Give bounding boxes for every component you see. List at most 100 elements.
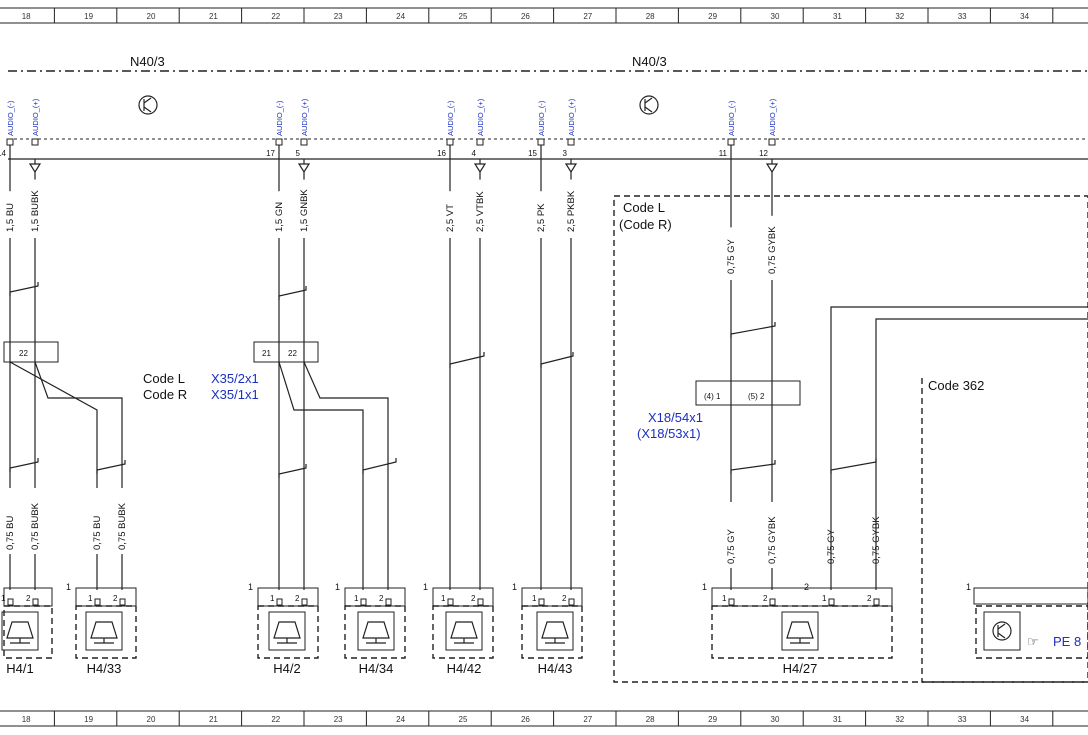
wire-label: 0,75 GYBK: [767, 226, 778, 274]
speaker-housing: [3, 605, 53, 659]
pin-socket: [300, 138, 308, 146]
audio-pin: AUDIO_(+)12: [759, 98, 777, 158]
unit-label-left: N40/3: [130, 54, 165, 69]
label-backdrop: [32, 488, 46, 554]
ruler-column-label: 33: [958, 715, 967, 724]
group-number: 1: [423, 582, 428, 592]
ruler-column-label: 23: [334, 715, 343, 724]
pin-number: 1: [88, 594, 93, 603]
ground-triangle-icon: [564, 163, 578, 174]
speaker-label: H4/42: [447, 661, 482, 676]
ruler-column-label: 23: [334, 12, 343, 21]
speaker-connector: [711, 587, 893, 607]
svg-text:21: 21: [262, 349, 271, 358]
pin-socket: [567, 138, 575, 146]
pin-socket: [538, 598, 545, 606]
pe-ref-hand-icon: ☞: [1027, 634, 1039, 649]
wire-label: 2,5 PK: [536, 203, 547, 232]
pin-number: 1: [441, 594, 446, 603]
label-backdrop: [769, 502, 783, 568]
ruler-column-label: 30: [771, 715, 780, 724]
pin-number: 5: [296, 149, 301, 158]
pin-number: 16: [437, 149, 446, 158]
speaker-icon: [536, 611, 574, 651]
speaker-label: H4/2: [273, 661, 300, 676]
pin-socket: [360, 598, 367, 606]
ruler-column-label: 26: [521, 715, 530, 724]
speaker-label: H4/33: [87, 661, 122, 676]
amplifier-icon: [992, 621, 1012, 641]
ruler-column-label: 24: [396, 715, 405, 724]
pin-number: 17: [266, 149, 275, 158]
speaker-icon: [445, 611, 483, 651]
wire-label: 1,5 BUBK: [30, 190, 41, 232]
ruler-column-label: 31: [833, 12, 842, 21]
ruler-column-label: 21: [209, 12, 218, 21]
pe-reference-link[interactable]: PE 8: [1053, 634, 1081, 649]
pin-number: 4: [472, 149, 477, 158]
ruler-column-label: 20: [147, 715, 156, 724]
audio-pin: AUDIO_(+): [31, 98, 40, 146]
speaker-label: H4/34: [359, 661, 394, 676]
wire-label: 2,5 VT: [445, 204, 456, 232]
audio-pin-label: AUDIO_(+): [300, 98, 309, 136]
group-number: 1: [66, 582, 71, 592]
audio-pin: AUDIO_(+)4: [472, 98, 485, 158]
ground-triangle-icon: [28, 163, 42, 174]
speaker-icon: [268, 611, 306, 651]
pin-number: 3: [563, 149, 568, 158]
pin-number: 14: [0, 149, 7, 158]
svg-text:22: 22: [288, 349, 297, 358]
pin-socket: [537, 138, 545, 146]
wire-label: 2,5 PKBK: [566, 190, 577, 232]
pin-number: 1: [722, 594, 727, 603]
pin-socket: [6, 138, 14, 146]
splice-connector-x35: 21 22: [253, 341, 319, 363]
code-l-label: Code L: [143, 371, 185, 386]
audio-pin-label: AUDIO_(-): [727, 100, 736, 136]
x35-1x1-label: X35/1x1: [211, 387, 259, 402]
wire: [303, 361, 389, 590]
svg-text:1: 1: [966, 582, 971, 592]
pin-socket: [769, 598, 776, 606]
ruler-column-label: 19: [84, 12, 93, 21]
ruler-column-label: 33: [958, 12, 967, 21]
wire: [9, 361, 98, 590]
pin-number: 2: [867, 594, 872, 603]
speaker-cone: [450, 621, 478, 639]
audio-pin-label: AUDIO_(-): [537, 100, 546, 136]
label-backdrop: [728, 502, 742, 568]
speaker-icon: [357, 611, 395, 651]
wire-label: 0,75 BUBK: [30, 502, 41, 550]
ruler-column-label: 22: [271, 715, 280, 724]
code-box-line1: Code L: [623, 200, 665, 215]
shield-break: [9, 458, 39, 472]
code-362-region: [921, 378, 1088, 683]
pin-socket: [828, 598, 835, 606]
group-number: 1: [512, 582, 517, 592]
group-number: 2: [804, 582, 809, 592]
pe-reference-block: 1 ☞ PE 8: [966, 582, 1088, 659]
feed-wire: [875, 318, 1088, 530]
shield-break: [449, 352, 485, 368]
speaker-housing: [521, 605, 583, 659]
pin-socket: [119, 598, 126, 606]
pin-socket: [446, 138, 454, 146]
pin-socket: [568, 598, 575, 606]
pin-number: 11: [719, 149, 728, 158]
x18-pin-b: (5) 2: [748, 392, 765, 401]
pin-socket: [301, 598, 308, 606]
ruler-column-label: 18: [22, 12, 31, 21]
wire-label: 0,75 BU: [5, 516, 16, 550]
audio-pin-label: AUDIO_(-): [446, 100, 455, 136]
wire-label: 1,5 GNBK: [299, 189, 310, 232]
feed-wire: [830, 306, 1088, 530]
pin-number: 2: [113, 594, 118, 603]
ground-triangle-icon: [297, 163, 311, 174]
ruler-column-label: 27: [583, 12, 592, 21]
ruler-column-label: 26: [521, 12, 530, 21]
